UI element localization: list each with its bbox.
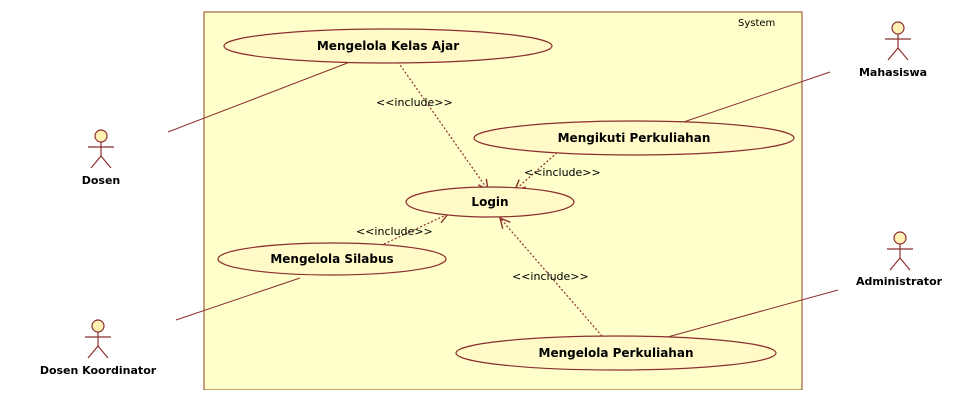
use-case-mengikuti-perkuliahan[interactable]: Mengikuti Perkuliahan	[473, 120, 795, 156]
actor-dosen-koordinator[interactable]: Dosen Koordinator	[40, 319, 157, 377]
use-case-mengelola-kelas-ajar[interactable]: Mengelola Kelas Ajar	[223, 28, 553, 64]
actor-icon	[885, 21, 911, 61]
actor-label: Administrator	[856, 275, 943, 288]
system-title: System	[738, 18, 775, 29]
include-label-silabus: <<include>>	[356, 225, 433, 238]
use-case-label: Mengelola Silabus	[270, 252, 393, 266]
association-koordinator-silabus	[175, 277, 301, 321]
include-label-perkuliahan: <<include>>	[512, 270, 589, 283]
use-case-login[interactable]: Login	[405, 186, 575, 218]
use-case-label: Mengikuti Perkuliahan	[558, 131, 711, 145]
actor-label: Dosen	[82, 174, 121, 187]
actor-icon	[88, 129, 114, 169]
actor-administrator[interactable]: Administrator	[856, 231, 943, 288]
use-case-mengelola-silabus[interactable]: Mengelola Silabus	[217, 242, 447, 276]
actor-icon	[85, 319, 111, 359]
use-case-label: Mengelola Perkuliahan	[539, 346, 694, 360]
actor-icon	[887, 231, 913, 271]
actor-mahasiswa[interactable]: Mahasiswa	[859, 21, 927, 79]
actor-label: Mahasiswa	[859, 66, 927, 79]
use-case-label: Login	[471, 195, 508, 209]
actor-label: Dosen Koordinator	[40, 364, 157, 377]
include-label-mengikuti: <<include>>	[524, 166, 601, 179]
association-dosen-kelas-ajar	[167, 61, 351, 133]
association-mahasiswa-mengikuti	[671, 71, 831, 127]
include-perkuliahan-login	[500, 218, 603, 337]
use-case-label: Mengelola Kelas Ajar	[317, 39, 459, 53]
association-administrator-perkuliahan	[663, 289, 839, 339]
actor-dosen[interactable]: Dosen	[82, 129, 121, 187]
use-case-mengelola-perkuliahan[interactable]: Mengelola Perkuliahan	[455, 335, 777, 371]
include-label-kelas-ajar: <<include>>	[376, 96, 453, 109]
